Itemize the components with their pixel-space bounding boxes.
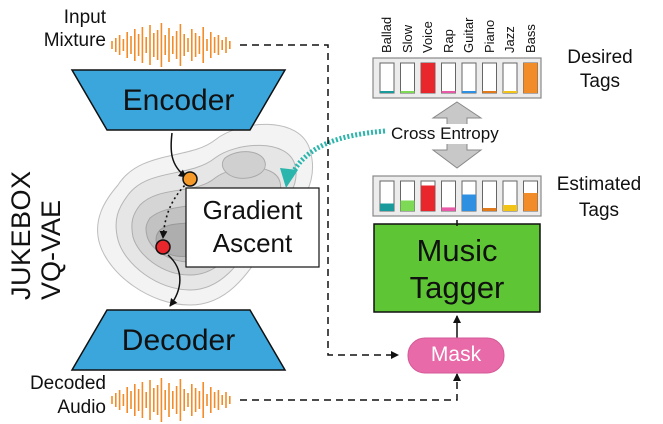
decoded-waveform-icon [111, 378, 231, 422]
decoded-label-line2: Audio [57, 397, 106, 418]
cross-entropy-gradient-arrow [287, 128, 386, 180]
teal-arrowhead-icon [280, 168, 298, 188]
tag-slot [441, 180, 456, 212]
input-label-line2: Mixture [43, 30, 106, 51]
mixture-to-mask-line [240, 44, 399, 359]
decoder-label: Decoder [121, 324, 236, 357]
tag-bar-fill [421, 63, 435, 93]
vqvae-label: VQ-VAE [36, 199, 66, 300]
encoder-label: Encoder [122, 84, 235, 117]
tag-name-label: Jazz [502, 26, 517, 53]
gradient-path-arrow [159, 181, 189, 239]
tag-bar-fill [400, 200, 415, 211]
input-waveform-icon [111, 23, 231, 67]
input-mixture-label: Input Mixture [10, 6, 106, 52]
tag-bar-fill [441, 207, 456, 211]
estimated-line1: Estimated [556, 174, 642, 195]
desired-tags-bars [379, 62, 538, 94]
mask-label: Mask [430, 343, 482, 366]
tag-bar-fill [482, 91, 497, 93]
estimated-line2: Tags [578, 200, 620, 221]
tag-bar-fill [380, 203, 394, 211]
decoded-to-mask-line [240, 373, 461, 401]
gradient-line2: Ascent [212, 228, 293, 258]
start-latent-dot [182, 171, 198, 187]
tag-name-label: Guitar [461, 17, 476, 53]
tagger-line2: Tagger [409, 270, 505, 305]
jukebox-vqvae-label: JUKEBOX VQ-VAE [6, 100, 66, 300]
desired-line1: Desired [567, 47, 633, 68]
desired-line2: Tags [579, 71, 621, 92]
gradient-ascent-label: Gradient Ascent [186, 194, 319, 260]
jukebox-label: JUKEBOX [6, 170, 36, 300]
tag-slot [400, 62, 415, 94]
encoder-to-latent-arrow [170, 132, 187, 178]
tag-bar-fill [482, 208, 497, 211]
tag-bar-fill [503, 205, 517, 211]
gradient-ascent-box [185, 187, 320, 268]
tag-slot [482, 62, 497, 94]
tagger-line1: Music [416, 233, 498, 268]
tag-slot [482, 180, 497, 212]
optimized-latent-dot [155, 239, 171, 255]
tag-name-label: Ballad [379, 16, 394, 53]
input-label-line1: Input [63, 7, 106, 28]
tag-slot [502, 62, 518, 94]
tag-slot [441, 62, 456, 94]
tag-slot [461, 62, 477, 94]
tag-bar-fill [421, 185, 435, 211]
tag-bar-fill [523, 193, 538, 211]
gradient-line1: Gradient [202, 195, 303, 225]
decoder-block [70, 309, 287, 371]
encoder-block [70, 69, 287, 131]
latent-to-decoder-arrow [167, 254, 181, 307]
tag-bar-fill [441, 91, 456, 93]
tag-bar-fill [503, 91, 517, 93]
estimated-tags-bars [379, 180, 538, 212]
tag-name-label: Slow [399, 24, 415, 53]
tag-bar-fill [400, 91, 415, 93]
desired-tags-label: Desired Tags [555, 46, 645, 94]
tag-bar-fill [462, 91, 476, 93]
tag-bar-fill [380, 91, 394, 93]
decoded-audio-label: Decoded Audio [4, 372, 106, 420]
music-tagger-box [373, 223, 541, 313]
music-tagger-label: Music Tagger [374, 232, 540, 306]
tag-name-label: Rap [440, 29, 456, 53]
decoded-label-line1: Decoded [29, 373, 106, 394]
mask-box [407, 337, 505, 374]
tag-name-label: Piano [481, 19, 497, 53]
tag-bar-fill [523, 63, 538, 93]
tag-slot [379, 62, 395, 94]
cross-entropy-label: Cross Entropy [388, 124, 502, 144]
tag-name-label: Bass [522, 24, 538, 53]
estimated-tags-label: Estimated Tags [543, 172, 655, 224]
tag-bar-fill [462, 194, 476, 211]
tag-name-label: Voice [420, 21, 435, 53]
